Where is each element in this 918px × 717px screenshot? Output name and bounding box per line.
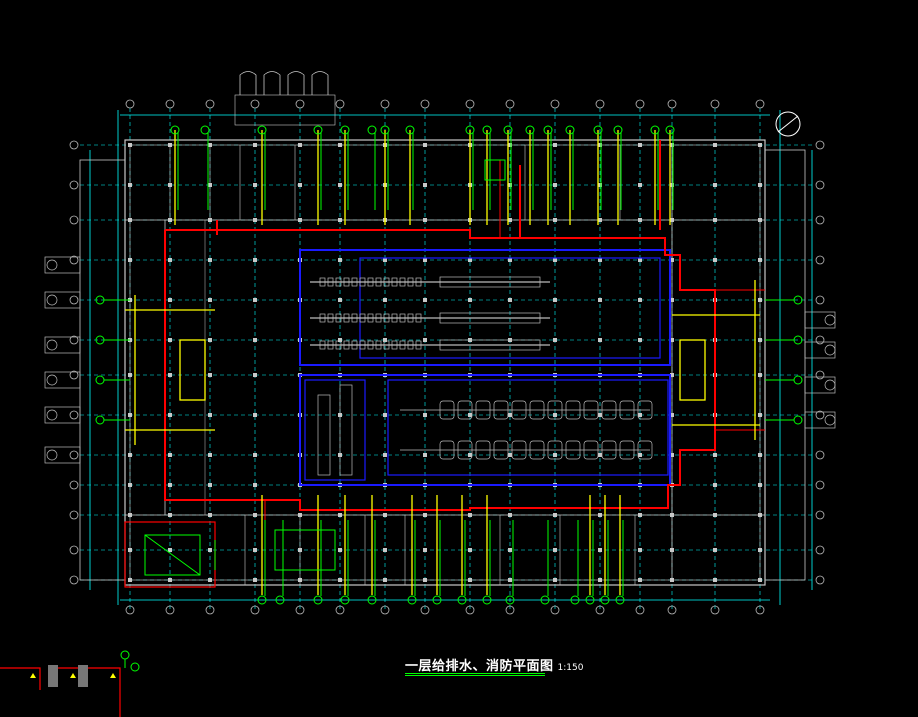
- equipment-zones: [299, 249, 671, 486]
- drain-pipes: [95, 125, 803, 605]
- title-underline: [405, 673, 545, 674]
- legend-fragment: [0, 650, 140, 717]
- process-equipment: [310, 276, 653, 476]
- drawing-title: 一层给排水、消防平面图: [405, 659, 554, 674]
- water-supply-pipes: [125, 130, 760, 595]
- building-walls: [79, 71, 806, 586]
- title-underline-second: [405, 675, 545, 676]
- drawing-scale: 1:150: [557, 663, 584, 673]
- grid-axis-bubbles: [44, 99, 836, 615]
- north-arrow-icon: [775, 111, 801, 137]
